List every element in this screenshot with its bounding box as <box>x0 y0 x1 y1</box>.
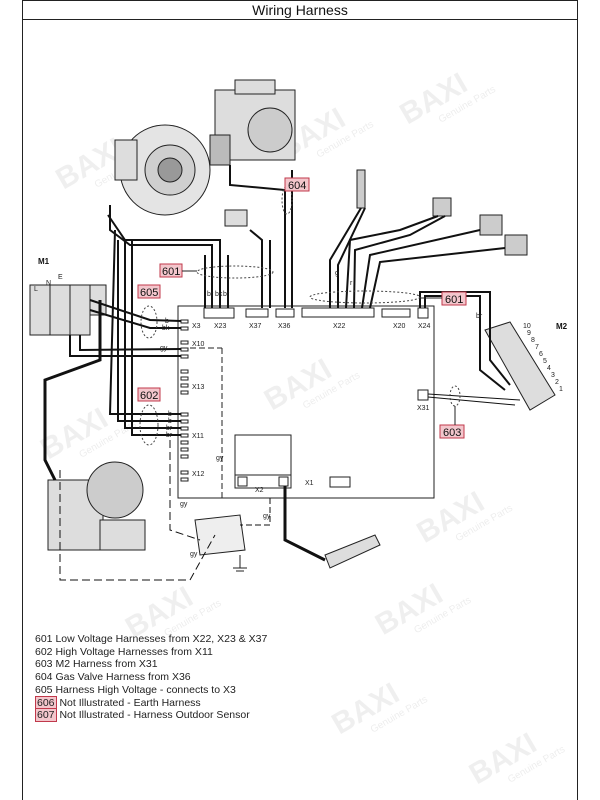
svg-text:b: b <box>168 411 172 418</box>
svg-text:10: 10 <box>523 323 531 330</box>
legend: 601 Low Voltage Harnesses from X22, X23 … <box>35 633 268 723</box>
svg-text:X3: X3 <box>192 323 201 330</box>
callout-604: 604 <box>284 177 310 192</box>
m2-terminal-block <box>484 321 556 411</box>
svg-text:gy: gy <box>190 551 198 558</box>
callout-602: 602 <box>137 387 161 402</box>
m1-label: M1 <box>38 257 50 266</box>
legend-item: 602 High Voltage Harnesses from X11 <box>35 645 213 658</box>
ignition-electrode <box>324 534 381 569</box>
svg-text:X12: X12 <box>192 471 205 478</box>
svg-text:BAXI: BAXI <box>326 677 405 741</box>
legend-item: 601 Low Voltage Harnesses from X22, X23 … <box>35 633 268 645</box>
svg-text:X37: X37 <box>249 323 262 330</box>
svg-text:X36: X36 <box>278 323 291 330</box>
page-title: Wiring Harness <box>22 0 578 20</box>
svg-text:b: b <box>168 418 172 425</box>
svg-text:603: 603 <box>443 427 461 439</box>
svg-text:5: 5 <box>543 358 547 365</box>
svg-text:602: 602 <box>140 390 158 402</box>
svg-text:3: 3 <box>551 372 555 379</box>
gas-valve <box>209 79 296 166</box>
svg-text:b: b <box>165 318 169 325</box>
legend-item: 604 Gas Valve Harness from X36 <box>35 671 191 684</box>
svg-text:X31: X31 <box>417 405 430 412</box>
svg-text:9: 9 <box>527 330 531 337</box>
earth-bracket <box>194 514 247 572</box>
fan <box>114 124 211 216</box>
svg-text:X11: X11 <box>192 433 204 440</box>
control-pcb <box>177 305 435 499</box>
svg-text:604: 604 <box>288 180 306 192</box>
svg-text:bk: bk <box>215 291 223 298</box>
svg-text:BAXI: BAXI <box>411 485 490 549</box>
svg-text:BAXI: BAXI <box>394 67 473 131</box>
svg-text:4: 4 <box>547 365 551 372</box>
wire-color-labels: br bk br b bk gy b b br br gy gy gy gy b… <box>160 270 483 558</box>
page-frame <box>22 0 578 800</box>
m2-label: M2 <box>556 322 568 331</box>
svg-text:1: 1 <box>559 386 563 393</box>
svg-text:g: g <box>335 270 339 277</box>
svg-text:X10: X10 <box>192 341 205 348</box>
svg-text:6: 6 <box>539 351 543 358</box>
temperature-sensor <box>356 169 528 256</box>
svg-text:gy: gy <box>180 501 188 508</box>
svg-text:X13: X13 <box>192 384 205 391</box>
callout-603: 603 <box>439 406 465 439</box>
svg-text:2: 2 <box>555 379 559 386</box>
terminal-l: L <box>34 286 38 293</box>
callout-605: 605 <box>137 284 161 299</box>
svg-text:gy: gy <box>160 345 168 352</box>
wiring <box>43 165 521 581</box>
svg-text:X2: X2 <box>255 487 264 494</box>
legend-item: 605 Harness High Voltage - connects to X… <box>35 683 236 696</box>
svg-text:8: 8 <box>531 337 535 344</box>
svg-text:601: 601 <box>445 294 463 306</box>
harness-callout-loops <box>139 185 461 446</box>
svg-text:605: 605 <box>140 287 158 299</box>
svg-text:br: br <box>166 425 173 432</box>
svg-text:gy: gy <box>216 455 224 462</box>
callout-601-right: 601 <box>420 291 467 306</box>
terminal-n: N <box>46 280 51 287</box>
svg-text:X20: X20 <box>393 323 406 330</box>
terminal-e: E <box>58 274 63 281</box>
svg-text:BAXI: BAXI <box>370 577 449 641</box>
legend-item: 603 M2 Harness from X31 <box>35 658 158 671</box>
svg-text:X23: X23 <box>214 323 227 330</box>
svg-text:br: br <box>207 291 214 298</box>
svg-text:bk: bk <box>162 325 170 332</box>
svg-text:BAXI: BAXI <box>35 402 114 466</box>
callout-601-left: 601 <box>159 263 197 278</box>
pump <box>47 461 146 551</box>
svg-text:br: br <box>223 291 230 298</box>
svg-text:X24: X24 <box>418 323 431 330</box>
svg-text:X1: X1 <box>305 480 314 487</box>
svg-text:gy: gy <box>263 513 271 520</box>
svg-text:br: br <box>166 432 173 439</box>
pressure-switch <box>224 209 248 227</box>
legend-item: 606 Not Illustrated - Earth Harness <box>35 695 201 710</box>
connector-labels: X3 X23 X37 X36 X22 X20 X24 X10 X13 X11 X… <box>192 323 431 494</box>
m2-terminal-numbers: 10 9 8 7 6 5 4 3 2 1 <box>523 323 563 393</box>
m1-terminal-block <box>29 284 107 336</box>
svg-text:X22: X22 <box>333 323 346 330</box>
svg-text:601: 601 <box>162 266 180 278</box>
svg-text:BAXI: BAXI <box>464 727 543 791</box>
svg-text:br: br <box>476 313 483 320</box>
svg-text:r: r <box>350 280 353 287</box>
svg-text:BAXI: BAXI <box>259 353 338 417</box>
svg-text:7: 7 <box>535 344 539 351</box>
legend-item: 607 Not Illustrated - Harness Outdoor Se… <box>35 708 250 723</box>
